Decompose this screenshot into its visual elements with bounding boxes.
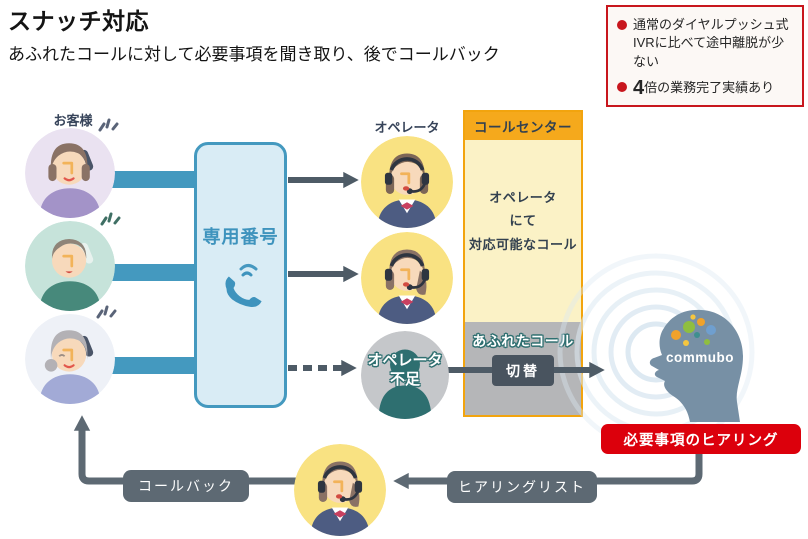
brand-dots-icon <box>671 314 716 346</box>
customer-avatar-1 <box>25 128 115 218</box>
hearing-list-box: ヒアリングリスト <box>447 471 597 503</box>
operator-avatar-1 <box>361 136 453 228</box>
capacity-line: オペレータ <box>489 190 557 205</box>
switch-box: 切替 <box>492 355 554 386</box>
call-bar <box>106 357 198 374</box>
operator-avatar-2 <box>361 232 453 324</box>
benefits-box: 通常のダイヤルプッシュ式IVRに比べて途中離脱が少ない 4倍の業務完了実績あり <box>606 5 804 108</box>
capacity-line: にて <box>509 213 537 229</box>
customers-label: お客様 <box>53 113 93 128</box>
benefit-number: 4 <box>633 77 645 100</box>
operator-shortage-avatar <box>361 331 449 419</box>
hearing-box: 必要事項のヒアリング <box>601 424 801 454</box>
commubo-head: commubo <box>630 296 760 426</box>
line-hearing-to-list <box>393 452 703 490</box>
phone-icon <box>224 264 262 307</box>
customer-avatar-2 <box>25 221 115 311</box>
page-title: スナッチ対応 <box>8 8 149 34</box>
call-bar <box>106 264 198 281</box>
bullet-icon <box>617 82 627 93</box>
call-bar <box>106 171 198 188</box>
ring-ticks-icon <box>98 118 119 132</box>
overflow-label: あふれたコール <box>472 333 574 349</box>
dedicated-number-box: 専用番号 <box>194 142 287 408</box>
customer-avatar-3 <box>25 314 115 404</box>
callback-operator-avatar <box>294 444 386 536</box>
line-callback-loop <box>73 415 300 485</box>
benefit-text: 4倍の業務完了実績あり <box>633 77 775 100</box>
brand-label: commubo <box>666 350 734 365</box>
capacity-line: 対応可能なコール <box>468 236 577 252</box>
benefit-item: 通常のダイヤルプッシュ式IVRに比べて途中離脱が少ない <box>617 16 793 71</box>
page-subtitle: あふれたコールに対して必要事項を聞き取り、後でコールバック <box>8 45 500 64</box>
benefit-item: 4倍の業務完了実績あり <box>617 78 793 98</box>
dedicated-number-label: 専用番号 <box>202 227 279 247</box>
ring-ticks-icon <box>100 212 121 226</box>
shortage-label: オペレータ 不足 <box>367 352 443 388</box>
operator-label: オペレータ <box>374 120 440 135</box>
call-center-title: コールセンター <box>465 112 581 140</box>
callback-box: コールバック <box>123 470 249 502</box>
call-center-capacity: オペレータ にて 対応可能なコール <box>465 140 581 322</box>
benefit-text: 通常のダイヤルプッシュ式IVRに比べて途中離脱が少ない <box>633 17 789 69</box>
bullet-icon <box>617 20 627 30</box>
ring-ticks-icon <box>96 305 117 319</box>
